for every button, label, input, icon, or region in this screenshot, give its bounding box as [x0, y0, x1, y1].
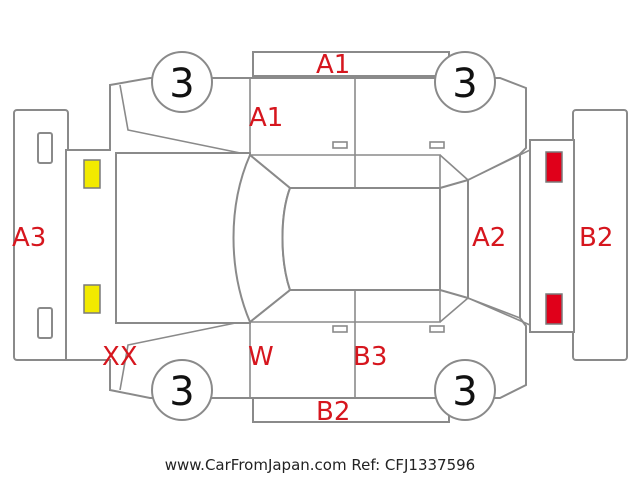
door-handle-4 [429, 325, 445, 333]
door-handle-3 [332, 325, 348, 333]
code-bottom-panel: B2 [316, 397, 350, 427]
code-front-right-area: XX [102, 342, 138, 372]
tire-rear-right-rating: 3 [452, 369, 477, 415]
front-light-bottom [83, 284, 101, 314]
code-rear-bumper: B2 [579, 223, 613, 253]
tire-front-right-rating: 3 [169, 369, 194, 415]
code-windshield-area: W [248, 342, 274, 372]
hood [115, 152, 251, 324]
tire-front-left-rating: 3 [169, 61, 194, 107]
tire-front-right: 3 [151, 359, 213, 421]
door-handle-2 [429, 141, 445, 149]
bottom-side-panel [252, 397, 450, 423]
top-side-panel [252, 51, 450, 77]
tire-rear-right: 3 [434, 359, 496, 421]
door-handle-1 [332, 141, 348, 149]
rear-light-bottom [545, 293, 563, 325]
front-right-fender-line [119, 319, 251, 391]
code-rear-gate: A2 [472, 223, 506, 253]
code-top-panel: A1 [316, 50, 350, 80]
tire-rear-left-rating: 3 [452, 61, 477, 107]
tire-rear-left: 3 [434, 51, 496, 113]
footer-reference: www.CarFromJapan.com Ref: CFJ1337596 [164, 456, 476, 474]
front-left-fender-line [119, 84, 251, 156]
tire-front-left: 3 [151, 51, 213, 113]
front-bumper-slot-bottom [37, 307, 53, 339]
rear-light-top [545, 151, 563, 183]
roof [281, 187, 441, 291]
code-rear-right-door: B3 [353, 342, 387, 372]
code-front-left-fender: A1 [249, 103, 283, 133]
front-bumper-slot-top [37, 132, 53, 164]
code-front-bumper: A3 [12, 223, 46, 253]
rear-gate [439, 178, 469, 300]
front-light-top [83, 159, 101, 189]
